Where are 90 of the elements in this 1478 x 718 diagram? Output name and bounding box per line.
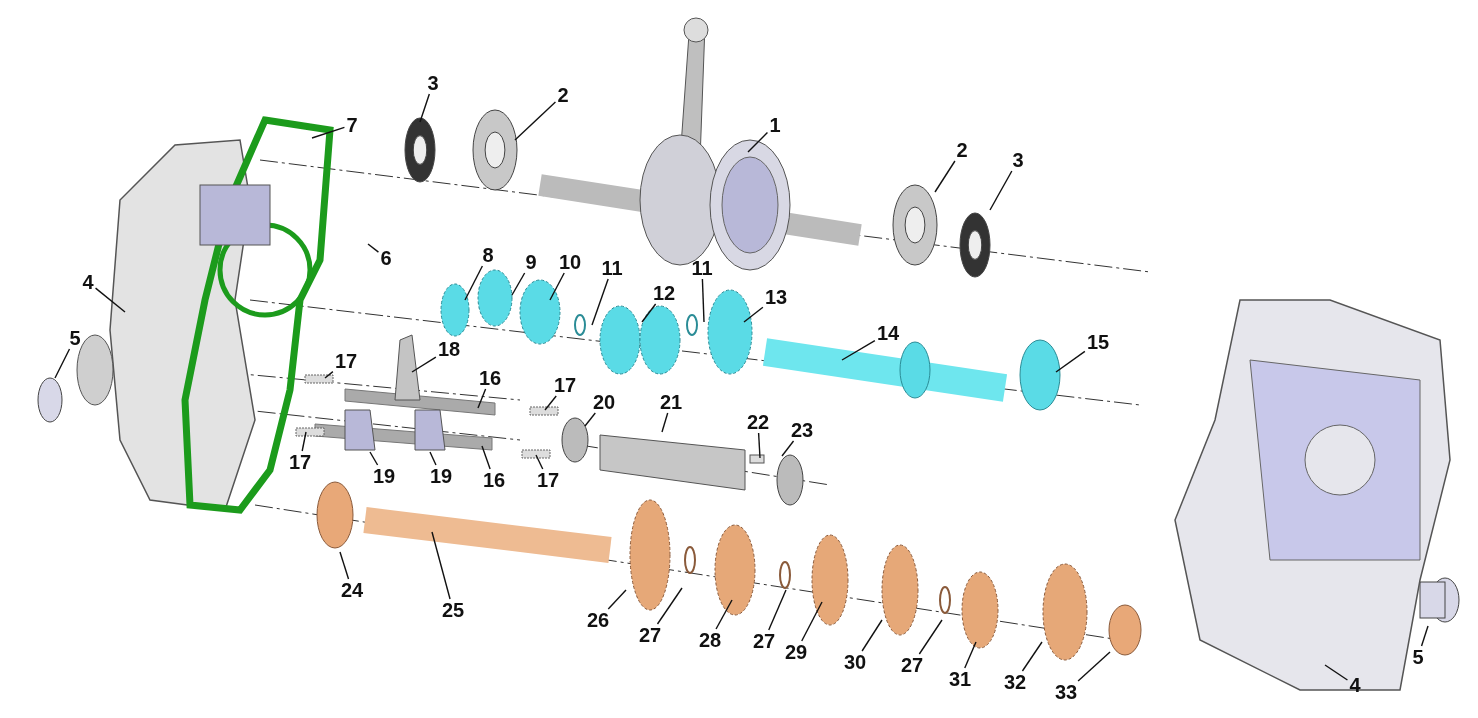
leader-line [369,451,379,466]
callout-number: 5 [1410,646,1426,668]
leader-line [1324,664,1349,681]
leader-line [419,93,431,123]
callout-number: 14 [874,322,902,344]
leader-line [431,531,451,600]
leader-line [1021,641,1043,672]
callout-number: 33 [1052,681,1080,703]
leader-line [535,454,544,470]
callout-number: 29 [782,641,810,663]
callout-number: 3 [1010,149,1026,171]
leader-line [715,599,733,630]
leader-line [54,348,71,379]
callout-number: 1 [767,114,783,136]
callout-number: 22 [744,411,772,433]
leader-line [656,587,683,625]
callout-number: 31 [946,668,974,690]
leader-line [757,432,761,459]
callout-number: 2 [555,84,571,106]
callout-number: 6 [378,247,394,269]
leader-line [94,287,126,313]
callout-number: 11 [689,257,715,279]
callout-number: 10 [556,251,584,273]
callout-number: 11 [599,257,625,279]
callout-number: 19 [370,465,398,487]
callout-number: 7 [344,114,360,136]
callout-number: 16 [480,469,508,491]
leader-line [661,412,669,433]
leader-line [747,131,769,153]
leader-line [801,601,823,642]
callout-number: 23 [788,419,816,441]
callout-number: 17 [534,469,562,491]
leader-line [781,440,795,457]
callout-number: 17 [286,451,314,473]
callout-number: 21 [657,391,685,413]
leader-line [1055,350,1086,373]
leader-line [324,370,334,379]
leader-line [339,551,350,580]
callout-number: 12 [650,282,678,304]
leader-line [584,412,596,427]
callout-number: 24 [338,579,366,601]
callout-number: 27 [750,630,778,652]
callout-number: 13 [762,286,790,308]
callout-number: 5 [67,327,83,349]
leader-line [743,306,764,323]
callout-number: 8 [480,244,496,266]
callout-number: 15 [1084,331,1112,353]
leader-line [1420,625,1429,647]
callout-number: 26 [584,609,612,631]
leader-line [411,356,437,373]
leader-line [841,340,876,361]
leader-line [429,451,437,466]
callout-number: 20 [590,391,618,413]
callout-number: 16 [476,367,504,389]
leader-line [768,589,787,631]
leader-line [918,619,943,655]
leader-line [989,170,1013,211]
callout-number: 32 [1001,671,1029,693]
leader-line [591,278,609,326]
leader-line [481,445,491,470]
leader-line [311,126,346,139]
callout-number: 19 [427,465,455,487]
callout-number: 2 [954,139,970,161]
callout-number: 4 [1347,674,1363,696]
leader-line [861,619,883,652]
leader-line [511,272,526,296]
callout-number: 4 [80,271,96,293]
leader-line [514,101,557,141]
callout-number: 3 [425,72,441,94]
leader-line [367,243,380,253]
callout-number: 27 [636,624,664,646]
callout-number: 30 [841,651,869,673]
callout-number: 27 [898,654,926,676]
callout-number: 9 [523,251,539,273]
leader-line [964,641,977,669]
leader-line [464,265,484,301]
leader-line [549,272,565,301]
leader-line [477,388,487,409]
callout-number: 17 [551,374,579,396]
leader-line [1077,651,1111,682]
leader-line [641,303,657,323]
leader-line [301,431,307,452]
callout-number: 17 [332,350,360,372]
callout-number: 25 [439,599,467,621]
callout-number: 18 [435,338,463,360]
callout-number: 28 [696,629,724,651]
leader-line [934,160,956,193]
leader-line [701,278,705,323]
leader-line [544,395,557,411]
leader-line [607,589,627,610]
